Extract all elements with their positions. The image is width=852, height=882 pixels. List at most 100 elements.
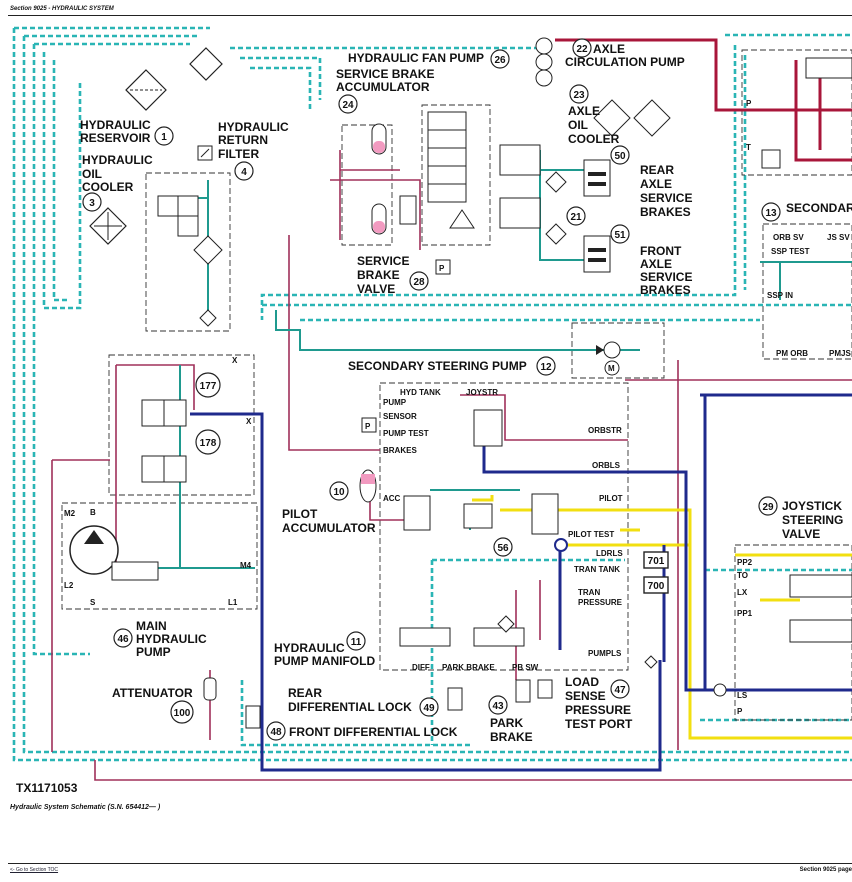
label-brake-accumulator: ACCUMULATOR (336, 80, 430, 94)
port-l1: L1 (228, 598, 238, 607)
boxed-callouts: 701 700 (643, 551, 669, 594)
callout-number: 47 (614, 685, 626, 696)
callout-circle (154, 126, 174, 146)
pilot-line-5 (460, 394, 628, 441)
axle-cooler-diamond-1 (593, 99, 631, 137)
port-ls: LS (737, 691, 748, 700)
joystick-box (734, 544, 852, 721)
port-lx: LX (737, 588, 748, 597)
yellow-line-3 (735, 553, 852, 602)
actuators (203, 655, 658, 729)
pump-compensator (111, 561, 159, 581)
return-filter (189, 47, 223, 161)
park-brake-switch (537, 679, 553, 699)
fan-valve-box (421, 104, 491, 246)
callout-number: 3 (89, 198, 95, 209)
label-ls-port: SENSE (565, 689, 606, 703)
sensor-p: P (365, 422, 371, 431)
callout-numbers: 1 3 4 10 11 12 13 21 22 23 24 26 28 29 4… (89, 44, 777, 738)
callout-number: 100 (174, 708, 191, 719)
label-axle-cooler: AXLE (568, 104, 600, 118)
port-pp1: PP1 (737, 609, 753, 618)
secondary-box (762, 223, 852, 360)
label-sec-steer-pump: SECONDARY STEERING PUMP (348, 359, 527, 373)
pilot-line-1 (51, 459, 852, 781)
label-axle-cooler: OIL (568, 118, 588, 132)
oil-cooler (89, 207, 127, 245)
label-return-filter: HYDRAULIC (218, 120, 289, 134)
label-axle-circ: AXLE (593, 42, 625, 56)
top-right-box (741, 49, 852, 176)
port-ssp-test: SSP TEST (771, 247, 810, 256)
label-rear-diff: REAR (288, 686, 322, 700)
port-tran-pressure: TRAN (578, 588, 600, 597)
brake-valve-box (341, 124, 393, 246)
port-p-joystick: P (737, 707, 743, 716)
port-labels: HYD TANK PUMP SENSOR PUMP TEST BRAKES AC… (64, 99, 851, 716)
park-valve (473, 627, 525, 647)
callout-number: 29 (762, 502, 774, 513)
port-x: X (246, 417, 252, 426)
circ-line-2 (794, 60, 852, 162)
label-park-brake: BRAKE (490, 730, 533, 744)
header-rule (8, 15, 852, 16)
port-to: TO (737, 571, 748, 580)
callout-circle (266, 721, 286, 741)
brake-accumulators (371, 123, 451, 275)
axle-cooler-diamond-2 (633, 99, 671, 137)
component-boxes (61, 49, 852, 721)
filter-diamond (189, 47, 223, 81)
pump-controls (141, 399, 187, 483)
callout-number: 50 (614, 151, 626, 162)
callout-number: 1 (161, 132, 167, 143)
pilot-pressure-lines (472, 495, 852, 740)
filter-check-valves (157, 195, 223, 327)
pilot-line-3 (288, 235, 380, 451)
port-p: P (746, 99, 752, 108)
callout-number: 177 (200, 381, 217, 392)
label-front-brakes: FRONT (640, 244, 682, 258)
callout-circle (409, 271, 429, 291)
return-line-right-top (260, 33, 852, 320)
return-line-outer (12, 28, 852, 762)
callout-circle (195, 372, 221, 398)
label-park-brake: PARK (490, 716, 523, 730)
callout-circle (758, 496, 778, 516)
callout-number: 12 (540, 362, 552, 373)
label-return-filter: FILTER (218, 147, 259, 161)
front-diff-actuator (245, 705, 261, 729)
port-orb-sv: ORB SV (773, 233, 804, 242)
port-pump-test: PUMP TEST (383, 429, 429, 438)
port-js-sv: JS SV (827, 233, 850, 242)
port-pumpls: PUMPLS (588, 649, 622, 658)
port-pb-sw: PB SW (512, 663, 539, 672)
load-sense-lines (190, 393, 852, 772)
top-right-valve (805, 57, 852, 79)
label-rear-diff: DIFFERENTIAL LOCK (288, 700, 412, 714)
port-hyd-tank: HYD TANK (400, 388, 441, 397)
callout-circle (488, 695, 508, 715)
sec-pump-circle (603, 341, 621, 359)
return-line-4 (42, 52, 82, 310)
return-line-joystick (700, 568, 852, 722)
port-joystr: JOYSTR (466, 388, 498, 397)
callout-number: 46 (117, 634, 129, 645)
port-sensor: SENSOR (383, 412, 417, 421)
port-l2: L2 (64, 581, 74, 590)
boxed-callout: 700 (648, 581, 665, 592)
go-to-toc-link[interactable]: <- Go to Section TOC (10, 867, 59, 873)
rear-brake-block (583, 159, 611, 197)
circ-line-1 (555, 38, 852, 112)
callout-number: 11 (351, 637, 362, 648)
callout-number: 13 (765, 208, 777, 219)
brake-pressure-sensor (435, 259, 451, 275)
port-pilot-test: PILOT TEST (568, 530, 614, 539)
label-ls-port: TEST PORT (565, 717, 633, 731)
label-brake-valve: BRAKE (357, 268, 400, 282)
circulation-lines (555, 38, 852, 162)
port-pmjs: PMJS (829, 349, 851, 358)
port-pm-orb: PM ORB (776, 349, 808, 358)
label-oil-cooler: OIL (82, 167, 102, 181)
label-attenuator: ATTENUATOR (112, 686, 193, 700)
port-orbstr: ORBSTR (588, 426, 622, 435)
